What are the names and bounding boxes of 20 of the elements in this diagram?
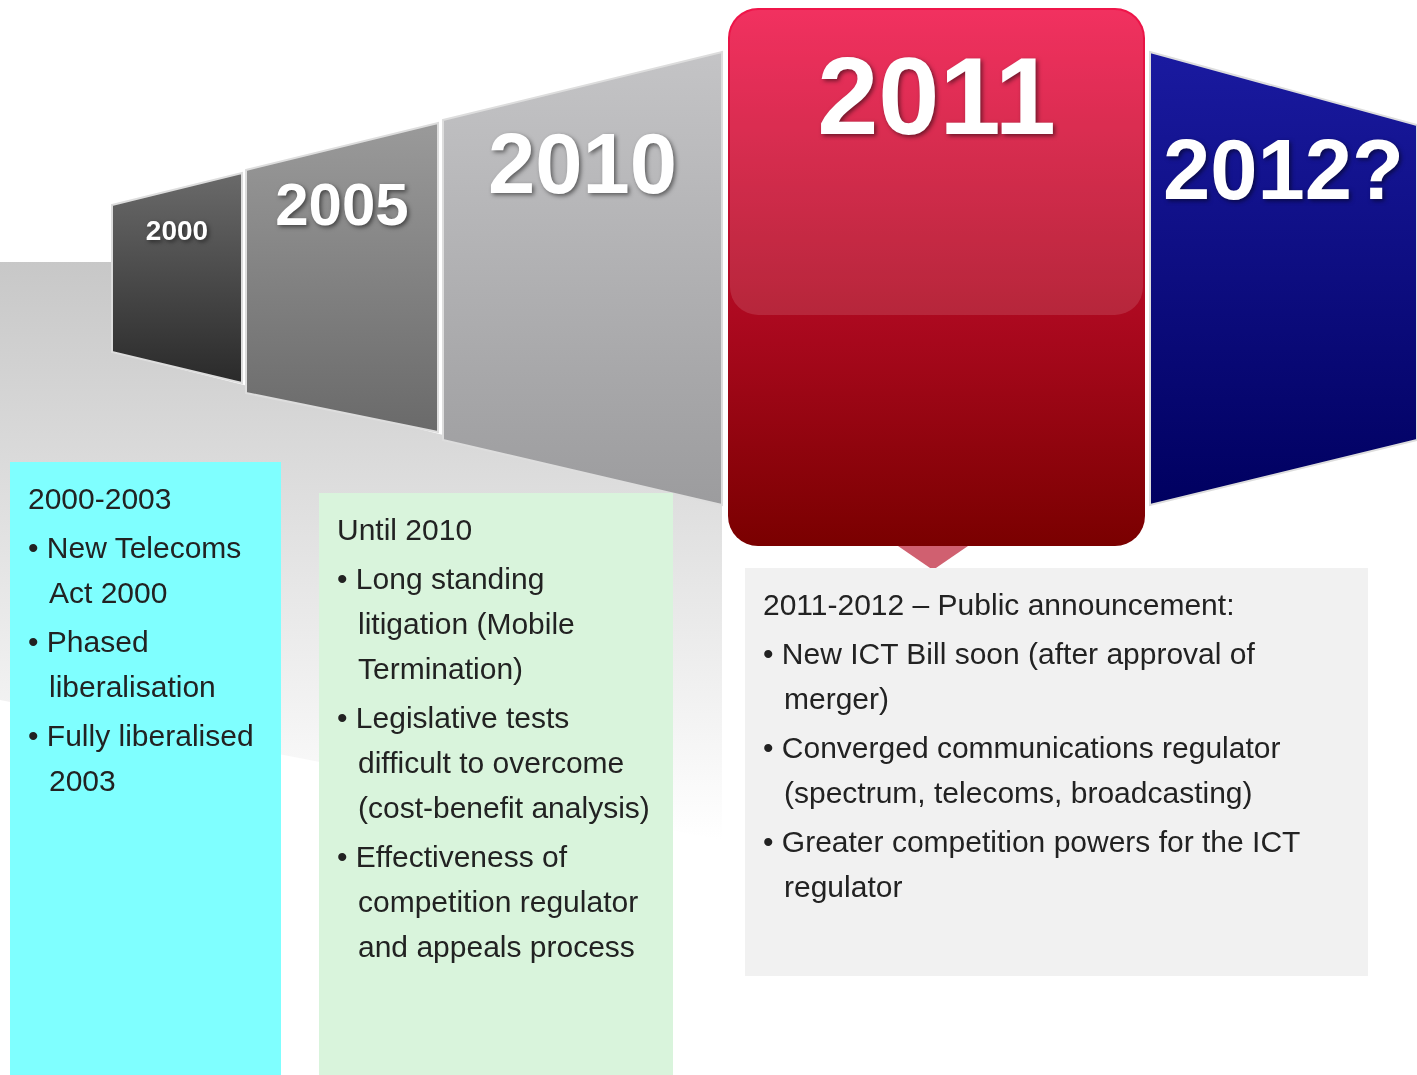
bullet-text: • Long standing litigation (Mobile Termination) xyxy=(337,561,576,687)
text-panel xyxy=(319,493,673,1075)
text-panel xyxy=(10,462,281,1075)
bullet-text: • Legislative tests difficult to overcome (cost-benefit analysis) xyxy=(337,700,651,826)
text-panel xyxy=(745,568,1368,976)
year-label: 2012? xyxy=(1162,121,1405,219)
period-heading: Until 2010 xyxy=(337,512,474,548)
year-label: 2010 xyxy=(486,115,679,213)
bullet-text: • New ICT Bill soon (after approval of merger) xyxy=(763,636,1256,717)
period-heading: 2000-2003 xyxy=(28,481,173,517)
period-heading: 2011-2012 – Public announcement: xyxy=(763,587,1236,623)
bullet-text: • Greater competition powers for the ICT regulator xyxy=(763,824,1301,905)
bullet-text: • Fully liberalised 2003 xyxy=(28,718,255,799)
bullet-text: • Phased liberalisation xyxy=(28,624,217,705)
year-label: 2005 xyxy=(274,170,410,240)
bullet-text: • Effectiveness of competition regulator and appeals process xyxy=(337,839,640,965)
bullet-text: • Converged communications regulator (spectrum, telecoms, broadcasting) xyxy=(763,730,1282,811)
year-label: 2000 xyxy=(144,214,210,248)
year-label: 2011 xyxy=(816,33,1057,159)
bullet-text: • New Telecoms Act 2000 xyxy=(28,530,243,611)
